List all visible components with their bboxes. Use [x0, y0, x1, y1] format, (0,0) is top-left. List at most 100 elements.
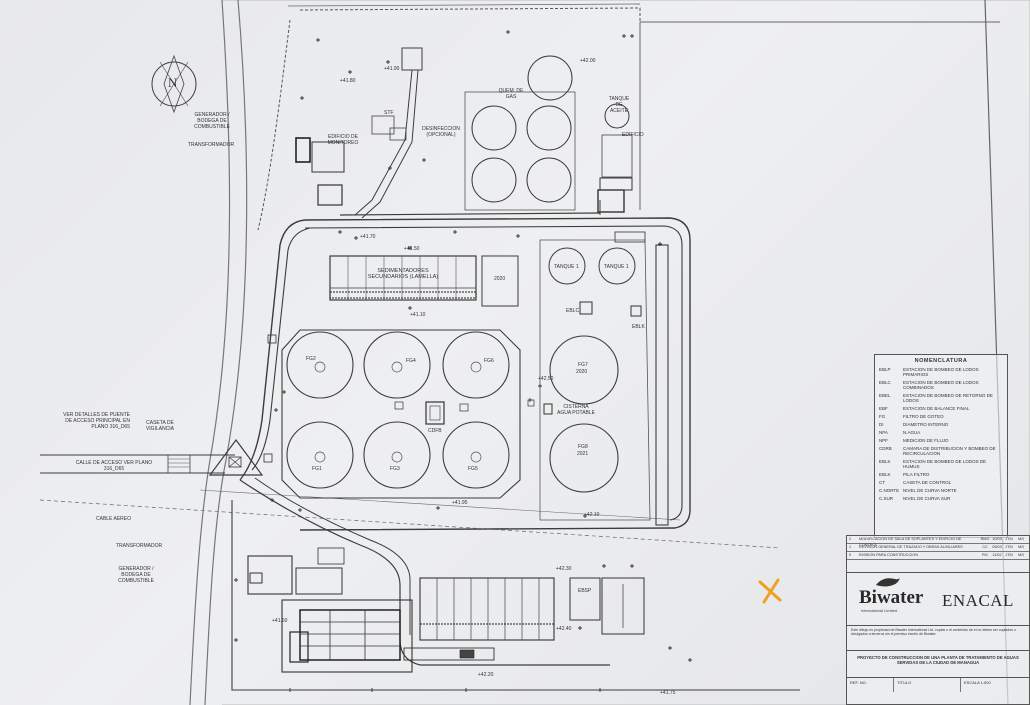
ver-detalles-label: VER DETALLES DE PUENTE DE ACCESO PRINCIP…	[63, 412, 130, 430]
revision-text: REVISION GENERAL DE TRAZADO Y OBRAS AUXI…	[859, 545, 963, 549]
cdfb-label: CDFB	[428, 428, 442, 434]
tanque-2	[598, 247, 636, 285]
calle-acceso-label: CALLE DE ACCESO VER PLANO 316_D65	[75, 460, 153, 472]
elevation-tick	[602, 564, 606, 568]
north-arrow	[151, 54, 197, 114]
elevation-tick	[270, 498, 274, 502]
legend-text: CASETA DE CONTROL	[903, 480, 952, 485]
elev-label: +41.80	[340, 78, 356, 84]
legend-code: NPA	[879, 430, 888, 435]
cisterna-box	[543, 403, 553, 415]
revision-col: JTM	[1005, 545, 1013, 549]
lower-road-inner	[254, 477, 411, 635]
elevation-tick	[658, 242, 662, 246]
elevation-tick	[528, 398, 532, 402]
revision-col: CC	[982, 545, 988, 549]
elev-label: +41.75	[660, 690, 676, 696]
elev-label: +41.70	[360, 234, 376, 240]
cable-aereo-label: CABLE AEREO	[96, 516, 132, 522]
legend-code: FG	[879, 414, 886, 419]
elevation-tick	[388, 166, 392, 170]
escala: ESCALA 1:500	[964, 680, 991, 685]
digester-area	[464, 91, 576, 211]
logo-area: Biwater International Limited ENACAL	[847, 573, 1029, 626]
fg6-label: FG6	[484, 358, 494, 364]
fg8-year-label: 2021	[577, 451, 589, 457]
elevation-tick	[386, 60, 390, 64]
eblk-label: EBLK	[632, 324, 645, 330]
tanque-top-label: TANQUE DE ACEITE	[608, 96, 630, 114]
elevation-tick	[288, 688, 292, 692]
fg3	[363, 421, 431, 489]
digester-3	[471, 157, 517, 203]
fence-top-outer	[287, 3, 641, 7]
titulo: TITULO	[894, 678, 961, 692]
legend-text: MEDICION DE FLUJO	[903, 438, 949, 443]
legend-text: FILTRO DE GOTEO	[903, 414, 944, 419]
headworks	[281, 599, 413, 673]
ring-road-outer-right	[299, 217, 691, 531]
eblk-box	[630, 305, 642, 317]
generator-building-bottom	[247, 555, 293, 595]
fg2	[286, 331, 354, 399]
project-title: PROYECTO DE CONSTRUCCION DE UNA PLANTA D…	[847, 651, 1029, 678]
tanque1-label: TANQUE 1	[554, 264, 579, 270]
revision-col: RMG	[980, 537, 990, 541]
cable-line-2	[199, 489, 681, 521]
elev-label: +41.60	[272, 618, 288, 624]
elevation-tick	[316, 38, 320, 42]
monitoring-label: EDIFICIO DE MONITOREO	[327, 134, 359, 146]
revision-no: 1	[849, 545, 852, 549]
elevation-tick	[538, 384, 542, 388]
digester-1	[471, 105, 517, 151]
legend-text: NIVEL DE CURVA NORTE	[903, 488, 957, 493]
lower-road-outer	[239, 479, 610, 666]
revision-col: 11/02	[992, 553, 1002, 557]
revision-col: RG	[982, 553, 988, 557]
revision-col: MG	[1017, 545, 1025, 549]
revision-col: JTM	[1005, 537, 1013, 541]
elev-label: +42.10	[584, 512, 600, 518]
fg5	[442, 421, 510, 489]
phase-2020-area	[539, 239, 651, 521]
ebsp-building	[569, 577, 601, 621]
ebsp-label: EBSP	[578, 588, 592, 594]
trickling-filter-area	[281, 329, 521, 499]
orange-x-marker	[758, 578, 782, 604]
stf-label: STF	[384, 110, 394, 116]
transformador-top-label: TRANSFORMADOR	[188, 142, 235, 148]
fg1	[286, 421, 354, 489]
fg4	[363, 331, 431, 399]
cdfb-chamber	[425, 401, 445, 425]
elev-label: +41.50	[404, 246, 420, 252]
right-channel	[655, 244, 669, 526]
bridge	[167, 454, 191, 474]
title-bottom-row: REF. NO. TITULO ESCALA 1:500	[847, 678, 1029, 692]
elevation-tick	[354, 236, 358, 240]
revision-col: MG	[1017, 553, 1025, 557]
elevation-tick	[408, 246, 412, 250]
edificio-top-label: EDIFICIO	[622, 132, 644, 138]
tanque-1	[548, 247, 586, 285]
inlet-pipe	[354, 69, 413, 216]
biwater-whale-icon	[876, 577, 900, 587]
disclaimer: Este dibujo es propiedad de Biwater Inte…	[847, 626, 1029, 651]
north-label: N	[168, 75, 178, 90]
eblc-box	[579, 301, 593, 315]
legend-text: DIAMETRO INTERNO	[903, 422, 949, 427]
primary-sedimentation	[419, 577, 555, 641]
stf-building	[371, 115, 395, 135]
cisterna-label: CISTERNA AGUA POTABLE	[557, 404, 595, 416]
fg1-label: FG1	[312, 466, 322, 472]
